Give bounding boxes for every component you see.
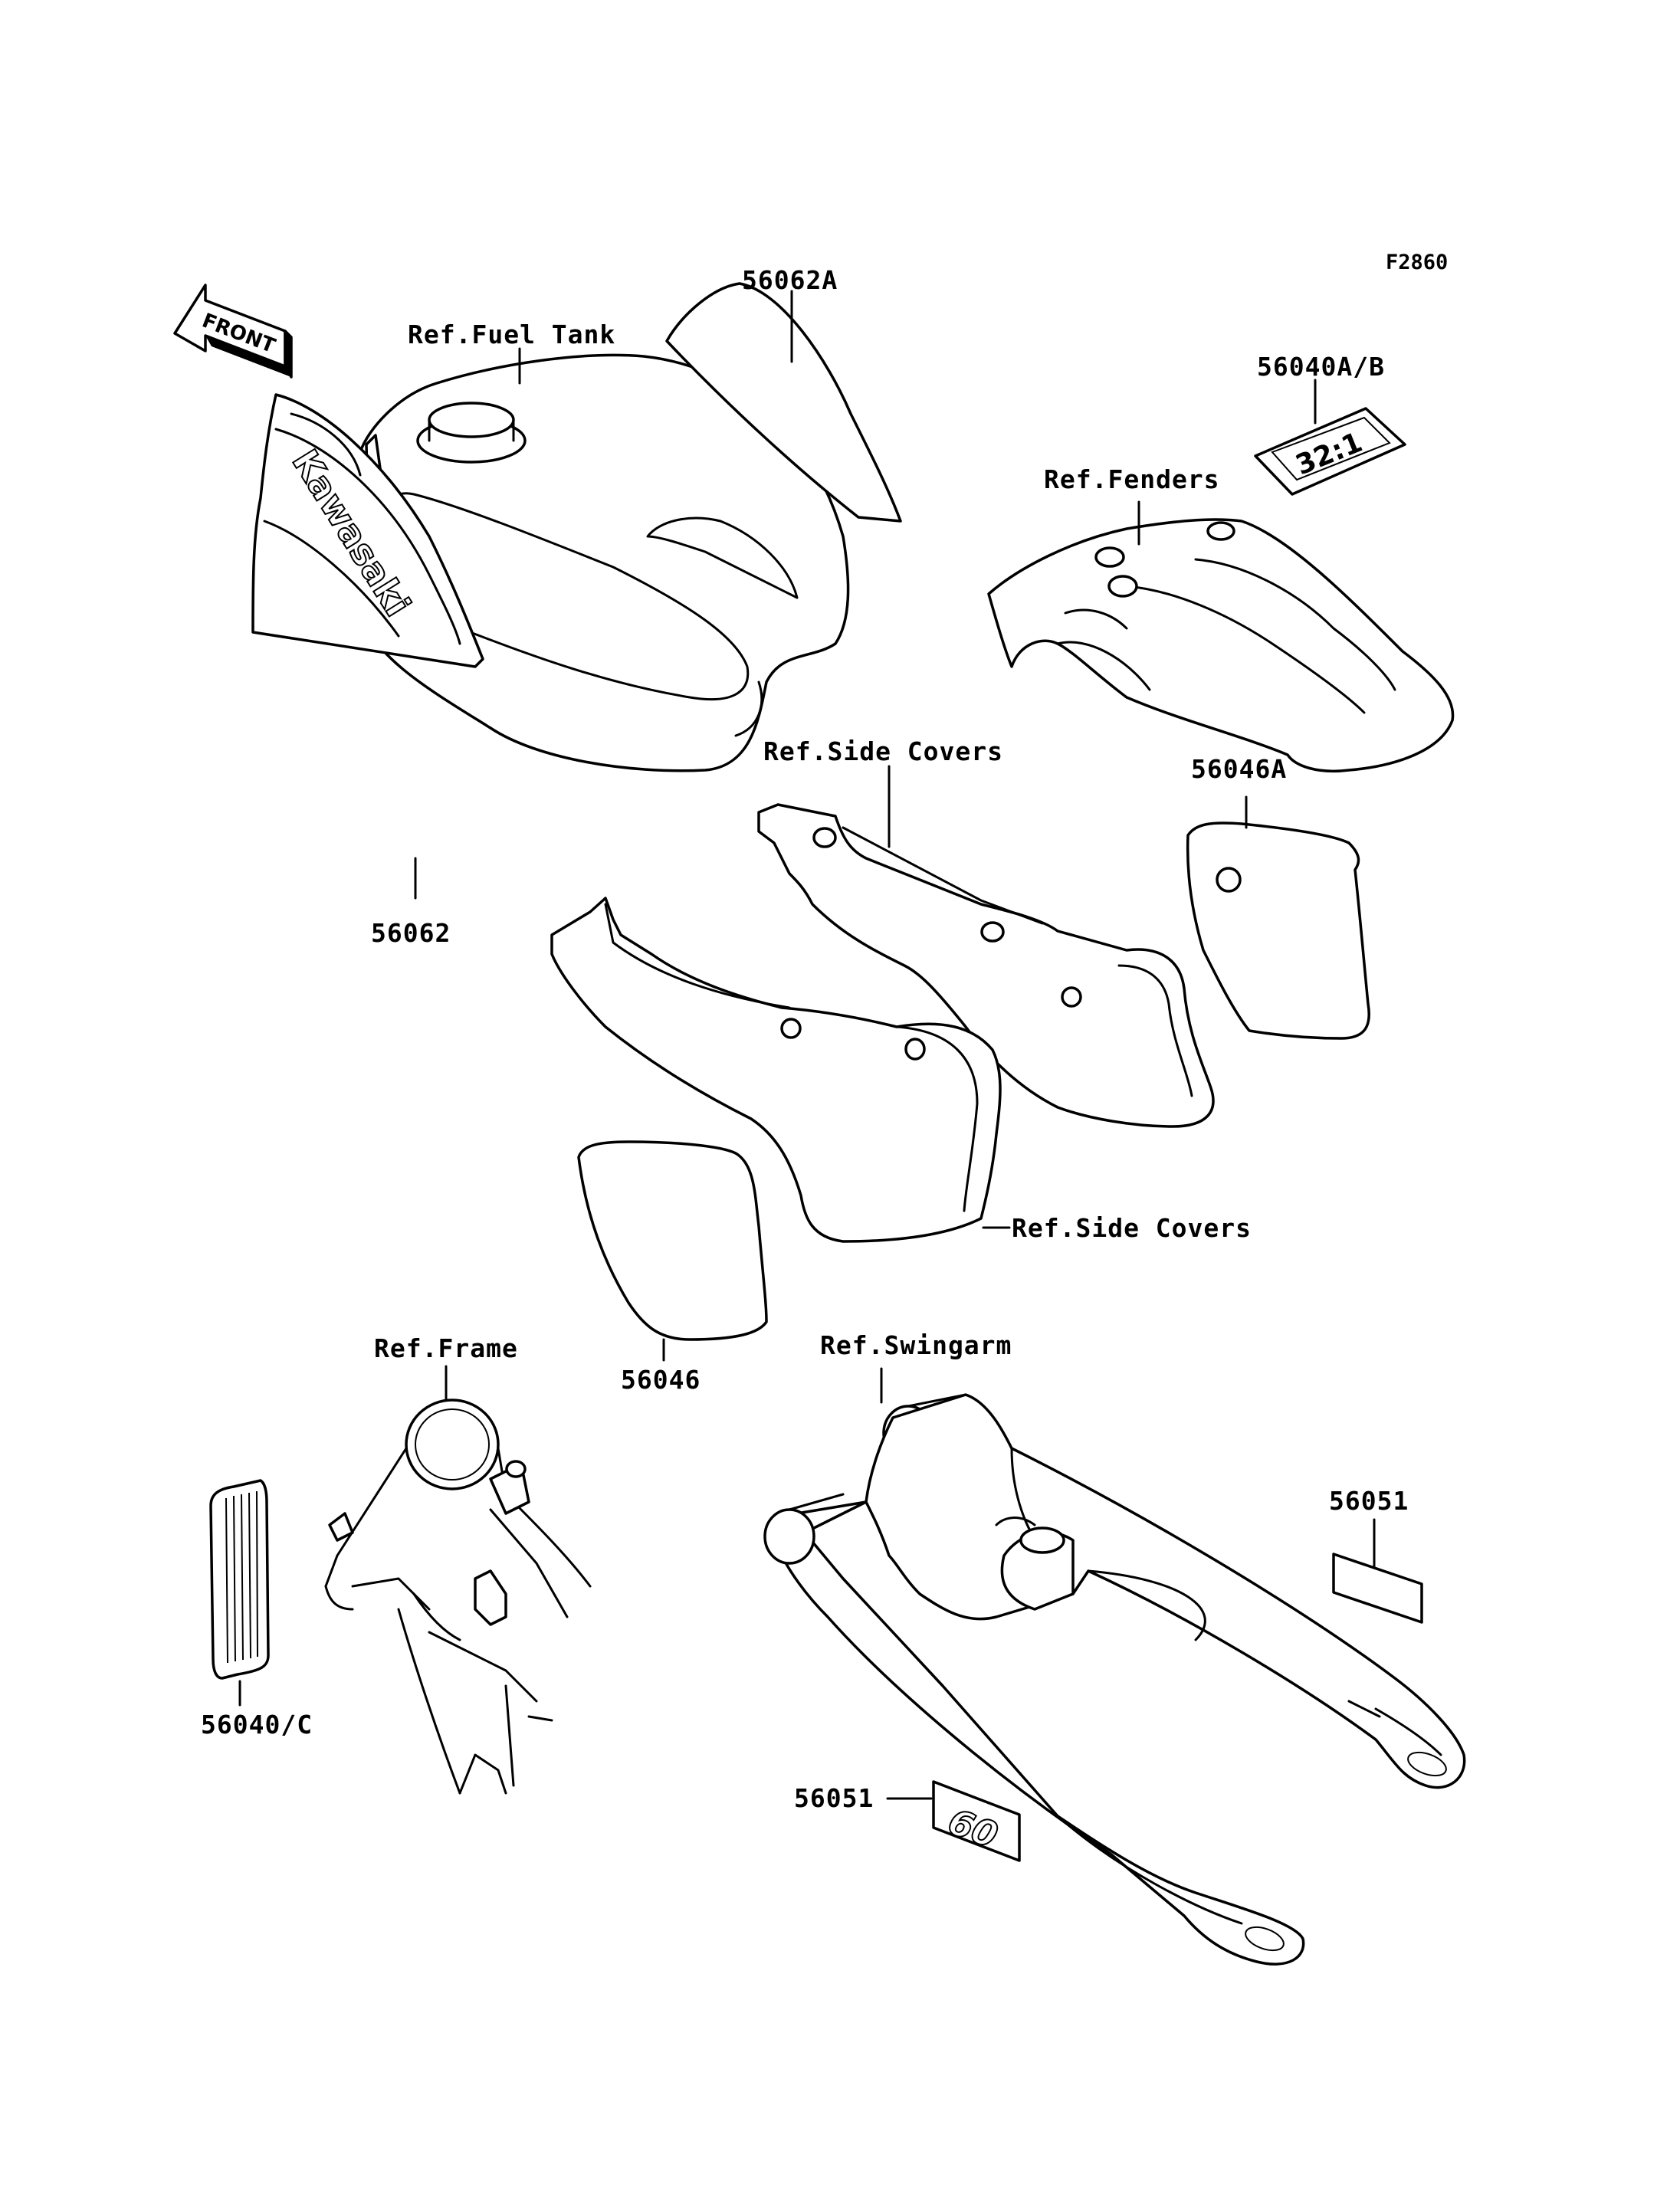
side-cover-upper	[757, 803, 1215, 1128]
decal-56051-lower: 60	[932, 1780, 1021, 1862]
ref-frame-label: Ref.Frame	[374, 1333, 518, 1363]
figure-code: F2860	[1386, 251, 1448, 274]
rear-fender	[987, 518, 1455, 773]
ref-swingarm-label: Ref.Swingarm	[820, 1330, 1012, 1360]
frame	[324, 1399, 592, 1795]
decal-56062a	[665, 282, 902, 523]
callout-56040ab: 56040A/B	[1257, 352, 1385, 382]
callout-56062: 56062	[371, 918, 451, 948]
decal-56051-upper	[1332, 1553, 1423, 1624]
callout-56040c: 56040/C	[201, 1710, 313, 1740]
decal-56046	[577, 1140, 768, 1341]
callout-56051-upper: 56051	[1329, 1486, 1409, 1516]
callout-56051-lower: 56051	[794, 1783, 874, 1813]
side-cover-lower	[550, 897, 1002, 1243]
ref-side-covers-upper-label: Ref.Side Covers	[763, 736, 1003, 766]
ref-fuel-tank-label: Ref.Fuel Tank	[408, 320, 615, 349]
swingarm	[763, 1393, 1466, 1966]
front-arrow-icon: FRONT	[173, 284, 293, 379]
ref-side-covers-lower-label: Ref.Side Covers	[1012, 1213, 1252, 1243]
callout-56046a: 56046A	[1191, 754, 1287, 784]
decal-56040ab: 32:1	[1254, 407, 1406, 496]
decal-56046a	[1186, 821, 1370, 1040]
callout-56062a: 56062A	[742, 265, 838, 295]
callout-56046: 56046	[621, 1365, 701, 1395]
decal-56040c	[209, 1479, 270, 1680]
ref-fenders-label: Ref.Fenders	[1044, 464, 1220, 494]
